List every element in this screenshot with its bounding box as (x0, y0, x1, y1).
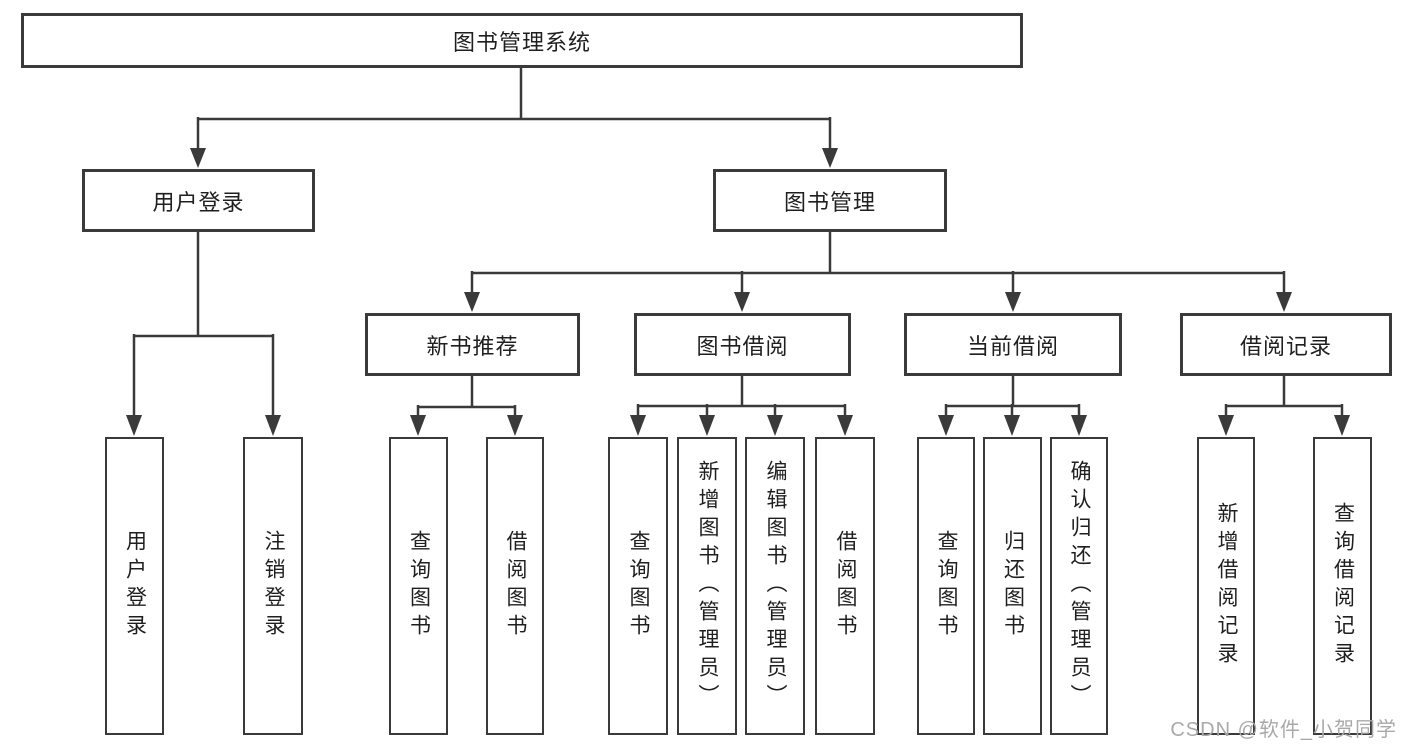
leaf-borrow-books-recommend: 借阅图书 (486, 437, 544, 735)
leaf-query-books-recommend: 查询图书 (389, 437, 448, 735)
connector-userlogin-to-leaves (126, 232, 281, 436)
leaf-add-book-admin: 新增图书（管理员） (677, 437, 737, 735)
node-label: 借阅图书 (834, 530, 857, 642)
arrowhead-icon (265, 415, 281, 436)
node-label: 编辑图书（管理员） (764, 460, 787, 712)
arrowhead-icon (410, 415, 426, 436)
node-label: 用户登录 (123, 530, 147, 642)
arrowhead-icon (190, 148, 206, 168)
node-label: 查询图书 (935, 530, 958, 642)
arrowhead-icon (1334, 415, 1350, 436)
leaf-return-book: 归还图书 (983, 437, 1042, 735)
connector-current-to-leaves (938, 376, 1087, 436)
connector-root-to-level2 (190, 66, 838, 168)
arrowhead-icon (822, 148, 838, 168)
leaf-query-borrow-record: 查询借阅记录 (1313, 437, 1372, 735)
arrowhead-icon (699, 415, 715, 436)
arrowhead-icon (1218, 415, 1234, 436)
arrowhead-icon (767, 415, 783, 436)
node-book-management: 图书管理 (713, 169, 947, 232)
arrowhead-icon (734, 292, 750, 312)
leaf-query-books-current: 查询图书 (917, 437, 975, 735)
arrowhead-icon (1071, 415, 1087, 436)
connector-records-to-leaves (1218, 376, 1350, 436)
leaf-logout: 注销登录 (243, 437, 303, 735)
leaf-borrow-books: 借阅图书 (815, 437, 875, 735)
node-library-management-system: 图书管理系统 (21, 13, 1023, 68)
node-current-borrowing: 当前借阅 (904, 313, 1122, 376)
node-borrowing-records: 借阅记录 (1180, 313, 1392, 376)
node-new-book-recommend: 新书推荐 (365, 313, 580, 376)
arrowhead-icon (507, 415, 523, 436)
connector-borrow-to-leaves (630, 376, 853, 436)
arrowhead-icon (1276, 292, 1292, 312)
leaf-user-login: 用户登录 (105, 437, 164, 735)
arrowhead-icon (1004, 415, 1020, 436)
csdn-watermark: CSDN @软件_小贺同学 (1170, 719, 1397, 741)
node-label: 借阅图书 (504, 530, 527, 642)
connector-recommend-to-leaves (410, 376, 523, 436)
leaf-edit-book-admin: 编辑图书（管理员） (745, 437, 805, 735)
node-label: 新增图书（管理员） (696, 460, 719, 712)
arrowhead-icon (938, 415, 954, 436)
node-label: 借阅记录 (1239, 333, 1332, 359)
node-user-login: 用户登录 (82, 169, 315, 232)
leaf-confirm-return-admin: 确认归还（管理员） (1050, 437, 1108, 735)
arrowhead-icon (837, 415, 853, 436)
node-label: 新书推荐 (426, 333, 519, 359)
node-label: 图书管理 (783, 189, 876, 215)
node-label: 当前借阅 (966, 333, 1059, 359)
connector-bookmgmt-to-level3 (464, 232, 1292, 312)
arrowhead-icon (464, 292, 480, 312)
node-book-borrowing: 图书借阅 (634, 313, 851, 376)
node-label: 查询图书 (627, 530, 650, 642)
leaf-add-borrow-record: 新增借阅记录 (1197, 437, 1255, 735)
node-label: 归还图书 (1001, 530, 1025, 642)
arrowhead-icon (126, 415, 142, 436)
arrowhead-icon (1005, 292, 1021, 312)
node-label: 注销登录 (262, 530, 285, 642)
node-label: 查询借阅记录 (1331, 502, 1355, 670)
node-label: 图书借阅 (696, 333, 789, 359)
node-label: 查询图书 (407, 530, 431, 642)
node-label: 新增借阅记录 (1215, 502, 1238, 670)
node-label: 确认归还（管理员） (1068, 460, 1091, 712)
leaf-query-books-borrow: 查询图书 (608, 437, 668, 735)
arrowhead-icon (630, 415, 646, 436)
node-label: 用户登录 (152, 189, 245, 215)
node-label: 图书管理系统 (452, 29, 591, 55)
